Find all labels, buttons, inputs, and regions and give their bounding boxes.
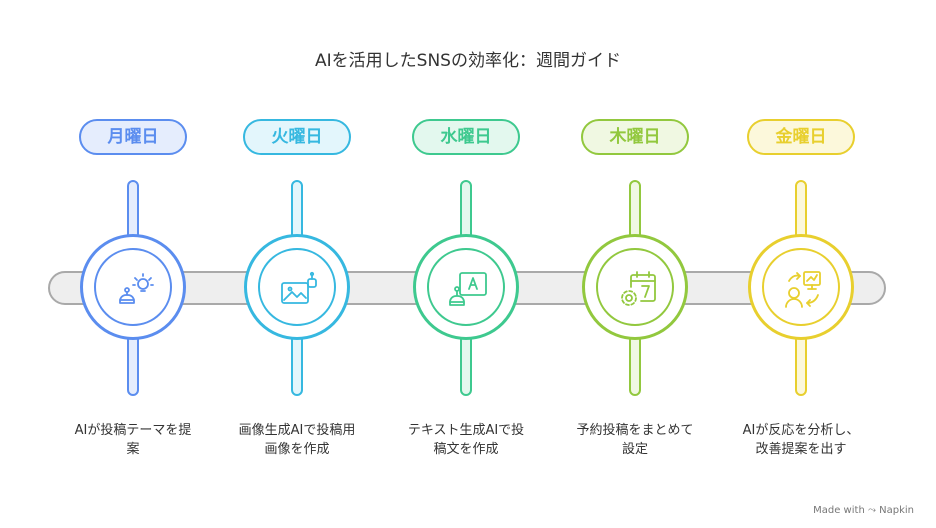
- step-circle: [244, 234, 350, 340]
- step-monday: 月曜日 AIが投稿テーマを提 案: [53, 0, 213, 528]
- icon-badge: [596, 248, 674, 326]
- icon-badge: [94, 248, 172, 326]
- icon-badge: [762, 248, 840, 326]
- connector-bottom: [127, 332, 139, 396]
- page-title: AIを活用したSNSの効率化：週間ガイド: [315, 51, 621, 71]
- connector-bottom: [460, 332, 472, 396]
- step-circle: [582, 234, 688, 340]
- step-description: テキスト生成AIで投 稿文を作成: [407, 423, 525, 457]
- day-label: 木曜日: [581, 119, 689, 155]
- icon-badge: [427, 248, 505, 326]
- step-tuesday: 火曜日 画像生成AIで投稿用 画像を作成: [217, 0, 377, 528]
- step-description: 画像生成AIで投稿用 画像を作成: [238, 423, 356, 457]
- step-circle: [80, 234, 186, 340]
- day-label: 月曜日: [79, 119, 187, 155]
- day-label: 金曜日: [747, 119, 855, 155]
- step-circle: [748, 234, 854, 340]
- step-circle: [413, 234, 519, 340]
- image-robot-icon: [281, 271, 317, 304]
- step-description: AIが反応を分析し、 改善提案を出す: [742, 423, 860, 457]
- step-friday: 金曜日 AIが反応を分析し、 改善提案を出す: [721, 0, 881, 528]
- calendar-gear-icon: [621, 271, 656, 306]
- step-description: 予約投稿をまとめて 設定: [576, 423, 694, 457]
- analysis-person-icon: [785, 271, 821, 308]
- day-label: 水曜日: [412, 119, 520, 155]
- connector-bottom: [629, 332, 641, 396]
- robot-text-icon: [449, 272, 487, 306]
- step-thursday: 木曜日 予約投稿をまとめて 設定: [555, 0, 715, 528]
- connector-bottom: [291, 332, 303, 396]
- footer-credit: Made with ⤳ Napkin: [813, 505, 914, 516]
- step-wednesday: 水曜日 テキスト生成AIで投 稿文を作成: [386, 0, 546, 528]
- connector-bottom: [795, 332, 807, 396]
- robot-lightbulb-icon: [119, 273, 154, 304]
- icon-badge: [258, 248, 336, 326]
- step-description: AIが投稿テーマを提 案: [74, 423, 192, 457]
- day-label: 火曜日: [243, 119, 351, 155]
